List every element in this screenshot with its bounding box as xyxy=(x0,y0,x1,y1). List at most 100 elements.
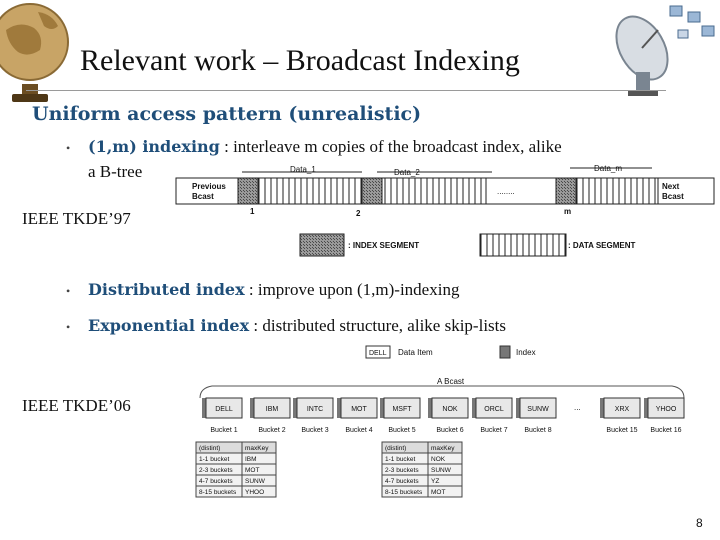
satellite-dish-icon xyxy=(615,5,715,96)
data-item-label: IBM xyxy=(266,406,279,413)
slide-subtitle: Uniform access pattern (unrealistic) xyxy=(32,103,422,125)
bucket-label: Bucket 2 xyxy=(258,427,285,434)
table-cell xyxy=(241,485,277,498)
index-block xyxy=(428,398,432,418)
index-segment-2 xyxy=(361,177,383,205)
bullet-2: • Distributed index : improve upon (1,m)-… xyxy=(66,280,459,300)
bullet-1-term: (1,m) indexing xyxy=(88,137,220,156)
data-item-cell xyxy=(340,397,378,419)
bullet-1-continuation: a B-tree xyxy=(88,162,143,181)
index-block xyxy=(202,398,206,418)
data-item-label: DELL xyxy=(215,406,233,413)
index-block xyxy=(337,398,341,418)
data-item-cell xyxy=(296,397,334,419)
index-number-1: 1 xyxy=(250,207,255,216)
legend-index-swatch xyxy=(499,345,511,359)
index-block xyxy=(472,398,476,418)
legend-index-label: Index xyxy=(516,348,536,357)
table-value: 2-3 buckets xyxy=(199,467,233,474)
table-cell xyxy=(427,485,463,498)
data-label-2: Data_2 xyxy=(394,168,420,177)
table-value: 2-3 buckets xyxy=(385,467,419,474)
bullet-3: •Exponential index : distributed structu… xyxy=(66,316,506,336)
table-value: YZ xyxy=(431,478,439,485)
a-bcast-label: A Bcast xyxy=(437,377,465,386)
figure-exponential-index: DELL Data Item Index A Bcast DELL Bucket … xyxy=(172,340,715,504)
table-value: 4-7 buckets xyxy=(385,478,419,485)
index-number-m: m xyxy=(564,207,571,216)
index-block xyxy=(644,398,648,418)
index-block xyxy=(600,398,604,418)
data-item-label: ORCL xyxy=(484,406,504,413)
table-value: 8-15 buckets xyxy=(199,489,237,496)
data-item-cell xyxy=(431,397,469,419)
data-segment-1 xyxy=(257,177,363,205)
index-number-2: 2 xyxy=(356,209,361,218)
table-value: 1-1 bucket xyxy=(199,456,230,463)
table-header: (distint) xyxy=(199,445,220,452)
table-header: maxKey xyxy=(431,445,455,452)
data-item-label: MSFT xyxy=(392,406,412,413)
data-label-m: Data_m xyxy=(594,164,622,173)
data-item-cell xyxy=(475,397,513,419)
bullet-1-text: : interleave m copies of the broadcast i… xyxy=(219,137,562,156)
table-value: YHOO xyxy=(245,489,264,496)
data-item-label: MOT xyxy=(351,406,367,413)
index-block xyxy=(293,398,297,418)
table-value: IBM xyxy=(245,456,257,463)
data-item-label: YHOO xyxy=(656,406,677,413)
bucket-label: Bucket 16 xyxy=(650,427,681,434)
bullet-2-text: : improve upon (1,m)-indexing xyxy=(244,280,460,299)
bullet-dot-icon: • xyxy=(66,141,71,155)
bullet-2-term: Distributed index xyxy=(88,280,245,299)
index-segment-1 xyxy=(237,177,259,205)
bullet-dot-icon: • xyxy=(66,284,71,298)
bucket-label: Bucket 5 xyxy=(388,427,415,434)
globe-icon xyxy=(0,3,69,102)
data-item-label: INTC xyxy=(307,406,323,413)
index-segment-m xyxy=(555,177,577,205)
table-value: NOK xyxy=(431,456,446,463)
data-item-cell xyxy=(253,397,291,419)
data-item-cell xyxy=(647,397,685,419)
data-item-cell xyxy=(603,397,641,419)
bucket-label: Bucket 6 xyxy=(436,427,463,434)
bucket-label: Bucket 7 xyxy=(480,427,507,434)
bucket-label: Bucket 3 xyxy=(301,427,328,434)
data-item-label: XRX xyxy=(615,406,630,413)
legend-data-swatch xyxy=(479,233,567,257)
legend-data-key: DELL xyxy=(369,350,387,357)
table-value: MOT xyxy=(245,467,259,474)
legend-data-item: Data Item xyxy=(398,348,433,357)
table-value: SUNW xyxy=(245,478,266,485)
index-block xyxy=(516,398,520,418)
page-number: 8 xyxy=(696,516,703,530)
table-value: SUNW xyxy=(431,467,452,474)
bullet-3-term: Exponential index xyxy=(88,316,250,335)
slide-title: Relevant work – Broadcast Indexing xyxy=(80,44,520,77)
bucket-label: Bucket 8 xyxy=(524,427,551,434)
title-divider xyxy=(26,90,666,91)
bucket-label: Bucket 4 xyxy=(345,427,372,434)
table-value: 1-1 bucket xyxy=(385,456,416,463)
fig2-ellipsis: ... xyxy=(574,403,581,412)
data-label-1: Data_1 xyxy=(290,165,316,174)
table-value: 4-7 buckets xyxy=(199,478,233,485)
table-header: (distint) xyxy=(385,445,406,452)
table-value: MOT xyxy=(431,489,445,496)
data-item-label: SUNW xyxy=(527,406,549,413)
data-item-cell xyxy=(519,397,557,419)
index-table-2: (distint) maxKey 1-1 bucket NOK 2-3 buckets S… xyxy=(381,441,463,498)
table-header: maxKey xyxy=(245,445,269,452)
data-segment-2 xyxy=(381,177,487,205)
data-item-cell xyxy=(383,397,421,419)
index-block xyxy=(380,398,384,418)
bucket-label: Bucket 1 xyxy=(210,427,237,434)
bucket-label: Bucket 15 xyxy=(606,427,637,434)
fig1-ellipsis: ........ xyxy=(497,187,515,196)
index-block xyxy=(250,398,254,418)
data-item-cell xyxy=(205,397,243,419)
